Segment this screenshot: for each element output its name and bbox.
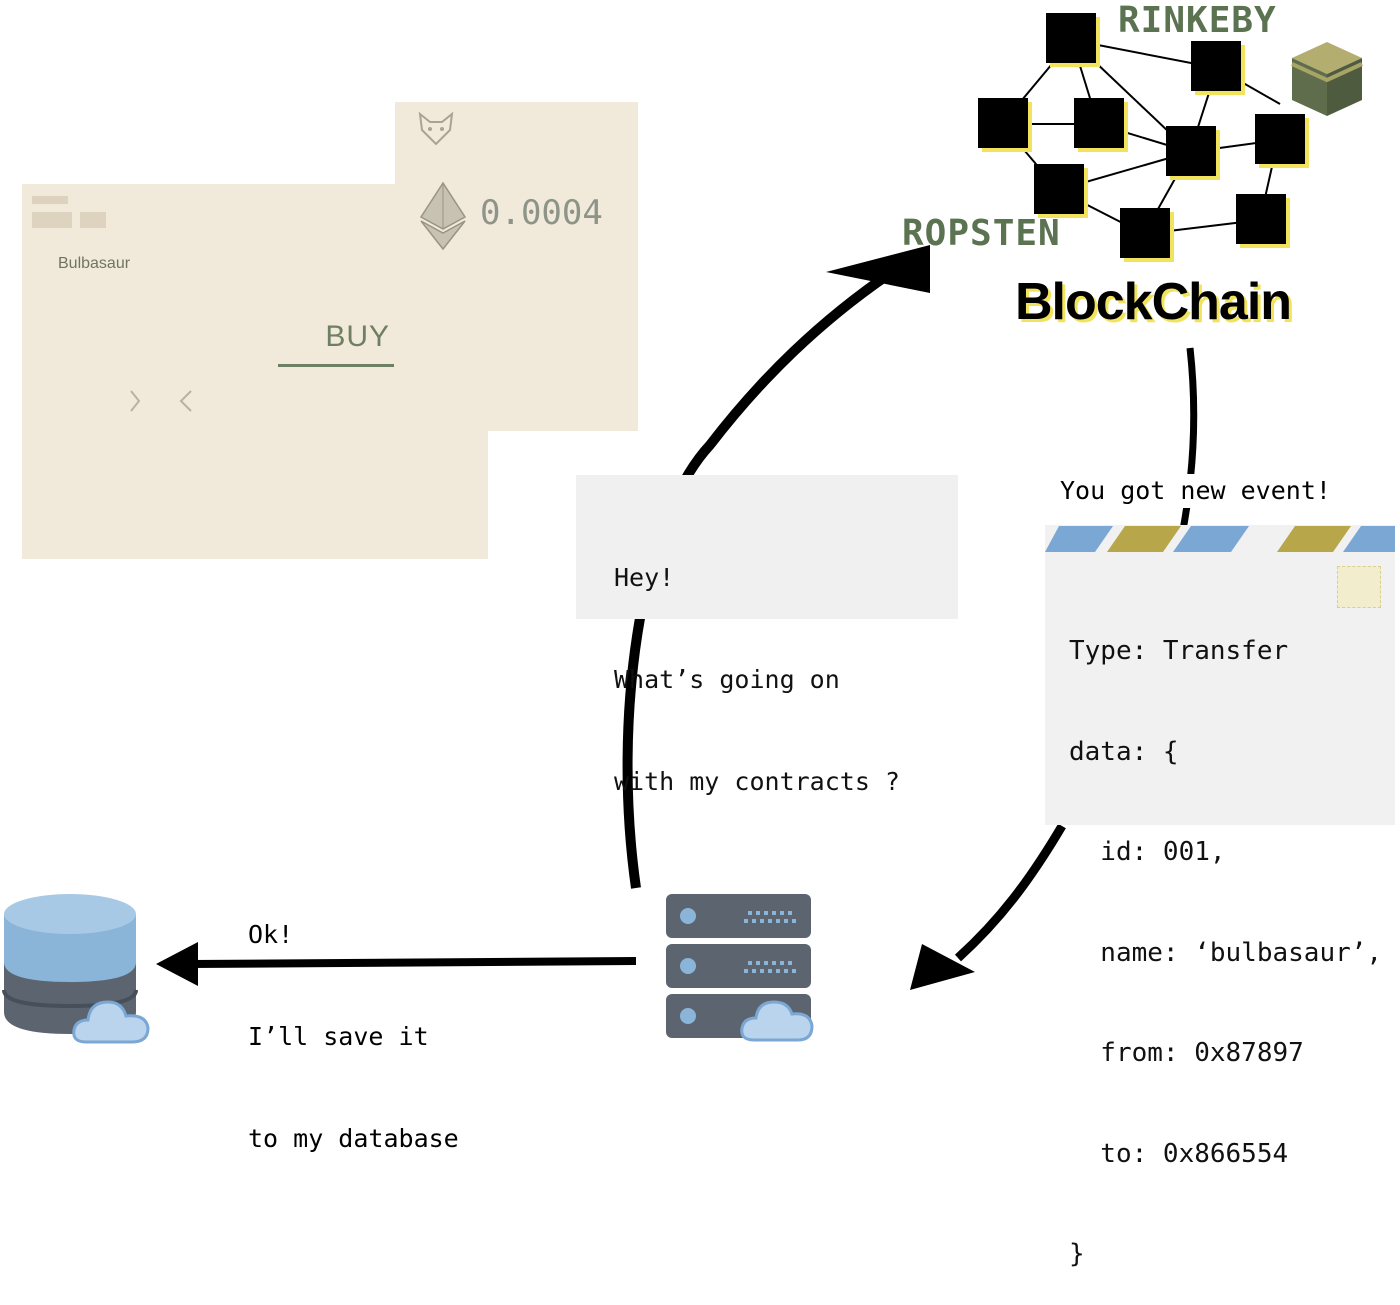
bulbasaur-thumbnail-icon [32,196,106,228]
metamask-fox-icon [418,111,454,146]
event-notice: You got new event! [1060,474,1331,508]
query-line: What’s going on [614,665,840,694]
ethereum-diamond-icon [419,181,467,251]
wallet-card [395,102,638,431]
flow-arrows [156,245,1198,990]
blockchain-network-graph [978,13,1309,262]
blockchain-title: BlockChain [1015,273,1292,331]
network-label-rinkeby: RINKEBY [1118,0,1277,41]
event-payload: Type: Transfer data: { id: 001, name: ‘b… [1069,568,1382,1305]
eth-amount: 0.0004 [480,193,603,233]
save-line: to my database [248,1124,459,1153]
event-line: Type: Transfer [1069,636,1289,666]
buy-button[interactable]: BUY [278,320,394,367]
arrowhead-query [826,245,930,293]
event-line: to: 0x866554 [1069,1138,1289,1169]
arrow-server-to-database [189,957,637,968]
envelope-stripe [1045,526,1395,552]
database-cloud-icon [72,1000,150,1044]
pager-arrows-icon [130,390,192,412]
event-line: id: 001, [1069,837,1226,867]
server-cloud-icon [740,1000,814,1042]
query-line: with my contracts ? [614,767,900,796]
arrowhead-database [156,942,198,986]
query-line: Hey! [614,563,675,592]
pokemon-name: Bulbasaur [58,255,131,272]
buy-label: BUY [325,320,390,353]
save-line: Ok! [248,920,294,949]
event-line: name: ‘bulbasaur’, [1069,937,1383,968]
event-line: from: 0x87897 [1069,1038,1304,1068]
event-card [1045,525,1395,825]
minecraft-block-icon [1291,42,1363,116]
save-line: I’ll save it [248,1022,429,1051]
event-line: data: { [1069,736,1179,767]
stamp-icon [1337,566,1381,608]
arrow-query-to-blockchain [622,263,901,889]
save-message: Ok! I’ll save it to my database [248,850,459,1190]
arrow-event-to-server [1179,347,1198,531]
arrowhead-event [910,944,975,990]
query-bubble: Hey! What’s going on with my contracts ? [576,475,958,796]
event-line: } [1069,1239,1085,1269]
